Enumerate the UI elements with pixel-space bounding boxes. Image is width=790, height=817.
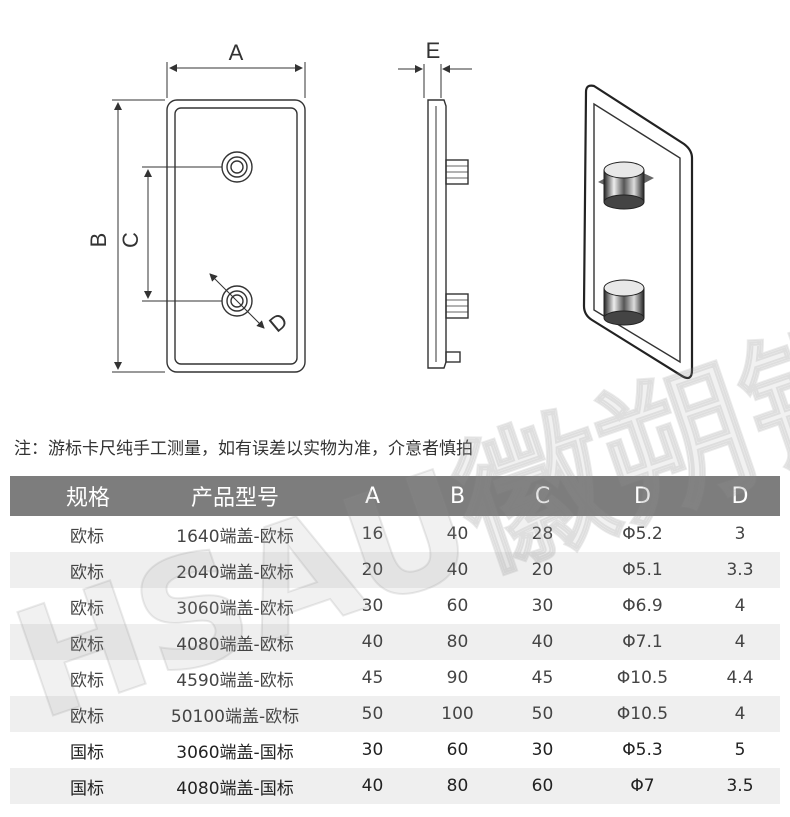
- cell-d-diameter: Φ5.2: [622, 524, 663, 544]
- cell-model: 4590端盖-欧标: [176, 670, 294, 691]
- table-row: 国标 3060端盖-国标 30 60 30 Φ5.3 5: [10, 732, 780, 768]
- cell-c: 40: [500, 624, 585, 660]
- label-b: B: [86, 233, 111, 248]
- cell-a: 40: [330, 768, 415, 804]
- table-row: 国标 4080端盖-国标 40 80 60 Φ7 3.5: [10, 768, 780, 804]
- cell-model: 4080端盖-欧标: [140, 624, 330, 660]
- cell-c: 20: [500, 552, 585, 588]
- cell-a: 45: [361, 668, 384, 688]
- cell-c: 28: [531, 524, 554, 544]
- iso-upper-boss: [598, 161, 654, 210]
- cell-spec: 欧标: [70, 598, 104, 619]
- cell-b: 40: [446, 524, 469, 544]
- front-outer-outline: [166, 99, 306, 373]
- cell-d-diameter: Φ6.9: [622, 596, 663, 616]
- cell-b: 60: [446, 596, 469, 616]
- cell-b: 40: [415, 552, 500, 588]
- cell-c: 45: [531, 668, 554, 688]
- cell-spec: 欧标: [10, 552, 140, 588]
- cell-d-depth: 4: [734, 596, 746, 616]
- cell-d-diameter: Φ10.5: [585, 696, 700, 732]
- cell-b: 80: [415, 624, 500, 660]
- cell-spec: 国标: [10, 768, 140, 804]
- header-d-diameter: D: [585, 476, 700, 516]
- label-e: E: [426, 38, 441, 63]
- side-tab: [445, 351, 461, 363]
- cell-spec: 欧标: [10, 696, 140, 732]
- iso-inner-frame: [593, 102, 681, 364]
- spec-table: 规格 产品型号 A B C D D 欧标 1640端盖-欧标 16 40 28 …: [10, 476, 780, 804]
- upper-hole-core: [230, 160, 244, 174]
- measurement-note: 注：游标卡尺纯手工测量，如有误差以实物为准，介意者慎拍: [14, 439, 473, 459]
- cell-a: 50: [330, 696, 415, 732]
- cell-d-depth: 4: [700, 624, 780, 660]
- cell-a: 40: [330, 624, 415, 660]
- cell-d-diameter: Φ7: [585, 768, 700, 804]
- technical-drawings: A B C D E: [86, 38, 694, 380]
- cell-d-diameter: Φ5.1: [585, 552, 700, 588]
- label-a: A: [229, 40, 244, 65]
- header-a: A: [330, 476, 415, 516]
- cell-model: 4080端盖-国标: [140, 768, 330, 804]
- cell-a: 20: [330, 552, 415, 588]
- table-row: 欧标 1640端盖-欧标 16 40 28 Φ5.2 3: [10, 516, 780, 552]
- dimension-d-line: [209, 273, 265, 329]
- cell-model: 3060端盖-欧标: [176, 598, 294, 619]
- cell-d-depth: 4.4: [726, 668, 754, 688]
- label-c: C: [118, 232, 143, 248]
- cell-c: 30: [531, 740, 554, 760]
- cell-b: 100: [415, 696, 500, 732]
- cell-spec: 欧标: [70, 670, 104, 691]
- header-c: C: [500, 476, 585, 516]
- cell-model: 1640端盖-欧标: [176, 526, 294, 547]
- cell-d-depth: 5: [734, 740, 746, 760]
- cell-d-diameter: Φ7.1: [585, 624, 700, 660]
- cell-d-depth: 3.5: [700, 768, 780, 804]
- header-d-depth: D: [700, 476, 780, 516]
- upper-hole-inner: [226, 156, 248, 178]
- cell-b: 60: [446, 740, 469, 760]
- iso-lower-boss: [603, 279, 645, 326]
- table-row: 欧标 2040端盖-欧标 20 40 20 Φ5.1 3.3: [10, 552, 780, 588]
- cell-b: 90: [446, 668, 469, 688]
- table-header-row: 规格 产品型号 A B C D D: [10, 476, 780, 516]
- cell-a: 30: [361, 596, 384, 616]
- table-row: 欧标 50100端盖-欧标 50 100 50 Φ10.5 4: [10, 696, 780, 732]
- iso-outer-frame: [582, 84, 694, 380]
- cell-c: 50: [500, 696, 585, 732]
- header-spec: 规格: [10, 476, 140, 516]
- cell-a: 16: [361, 524, 384, 544]
- table-row: 欧标 4080端盖-欧标 40 80 40 Φ7.1 4: [10, 624, 780, 660]
- cell-spec: 欧标: [70, 526, 104, 547]
- cell-a: 30: [361, 740, 384, 760]
- cell-spec: 国标: [70, 742, 104, 763]
- header-b: B: [415, 476, 500, 516]
- cell-spec: 欧标: [10, 624, 140, 660]
- label-d: D: [264, 308, 292, 337]
- cell-model: 2040端盖-欧标: [140, 552, 330, 588]
- cell-model: 50100端盖-欧标: [140, 696, 330, 732]
- front-view: [112, 62, 306, 373]
- cell-d-depth: 4: [700, 696, 780, 732]
- side-plate: [427, 99, 447, 369]
- header-model: 产品型号: [140, 476, 330, 516]
- cell-c: 30: [531, 596, 554, 616]
- cell-d-depth: 3.3: [700, 552, 780, 588]
- cell-d-diameter: Φ10.5: [616, 668, 669, 688]
- table-row: 欧标 4590端盖-欧标 45 90 45 Φ10.5 4.4: [10, 660, 780, 696]
- isometric-view: [582, 84, 694, 380]
- front-inner-outline: [174, 107, 298, 365]
- cell-d-diameter: Φ5.3: [622, 740, 663, 760]
- cell-d-depth: 3: [734, 524, 746, 544]
- side-view: [398, 64, 472, 369]
- cell-model: 3060端盖-国标: [176, 742, 294, 763]
- cell-c: 60: [500, 768, 585, 804]
- cell-b: 80: [415, 768, 500, 804]
- table-row: 欧标 3060端盖-欧标 30 60 30 Φ6.9 4: [10, 588, 780, 624]
